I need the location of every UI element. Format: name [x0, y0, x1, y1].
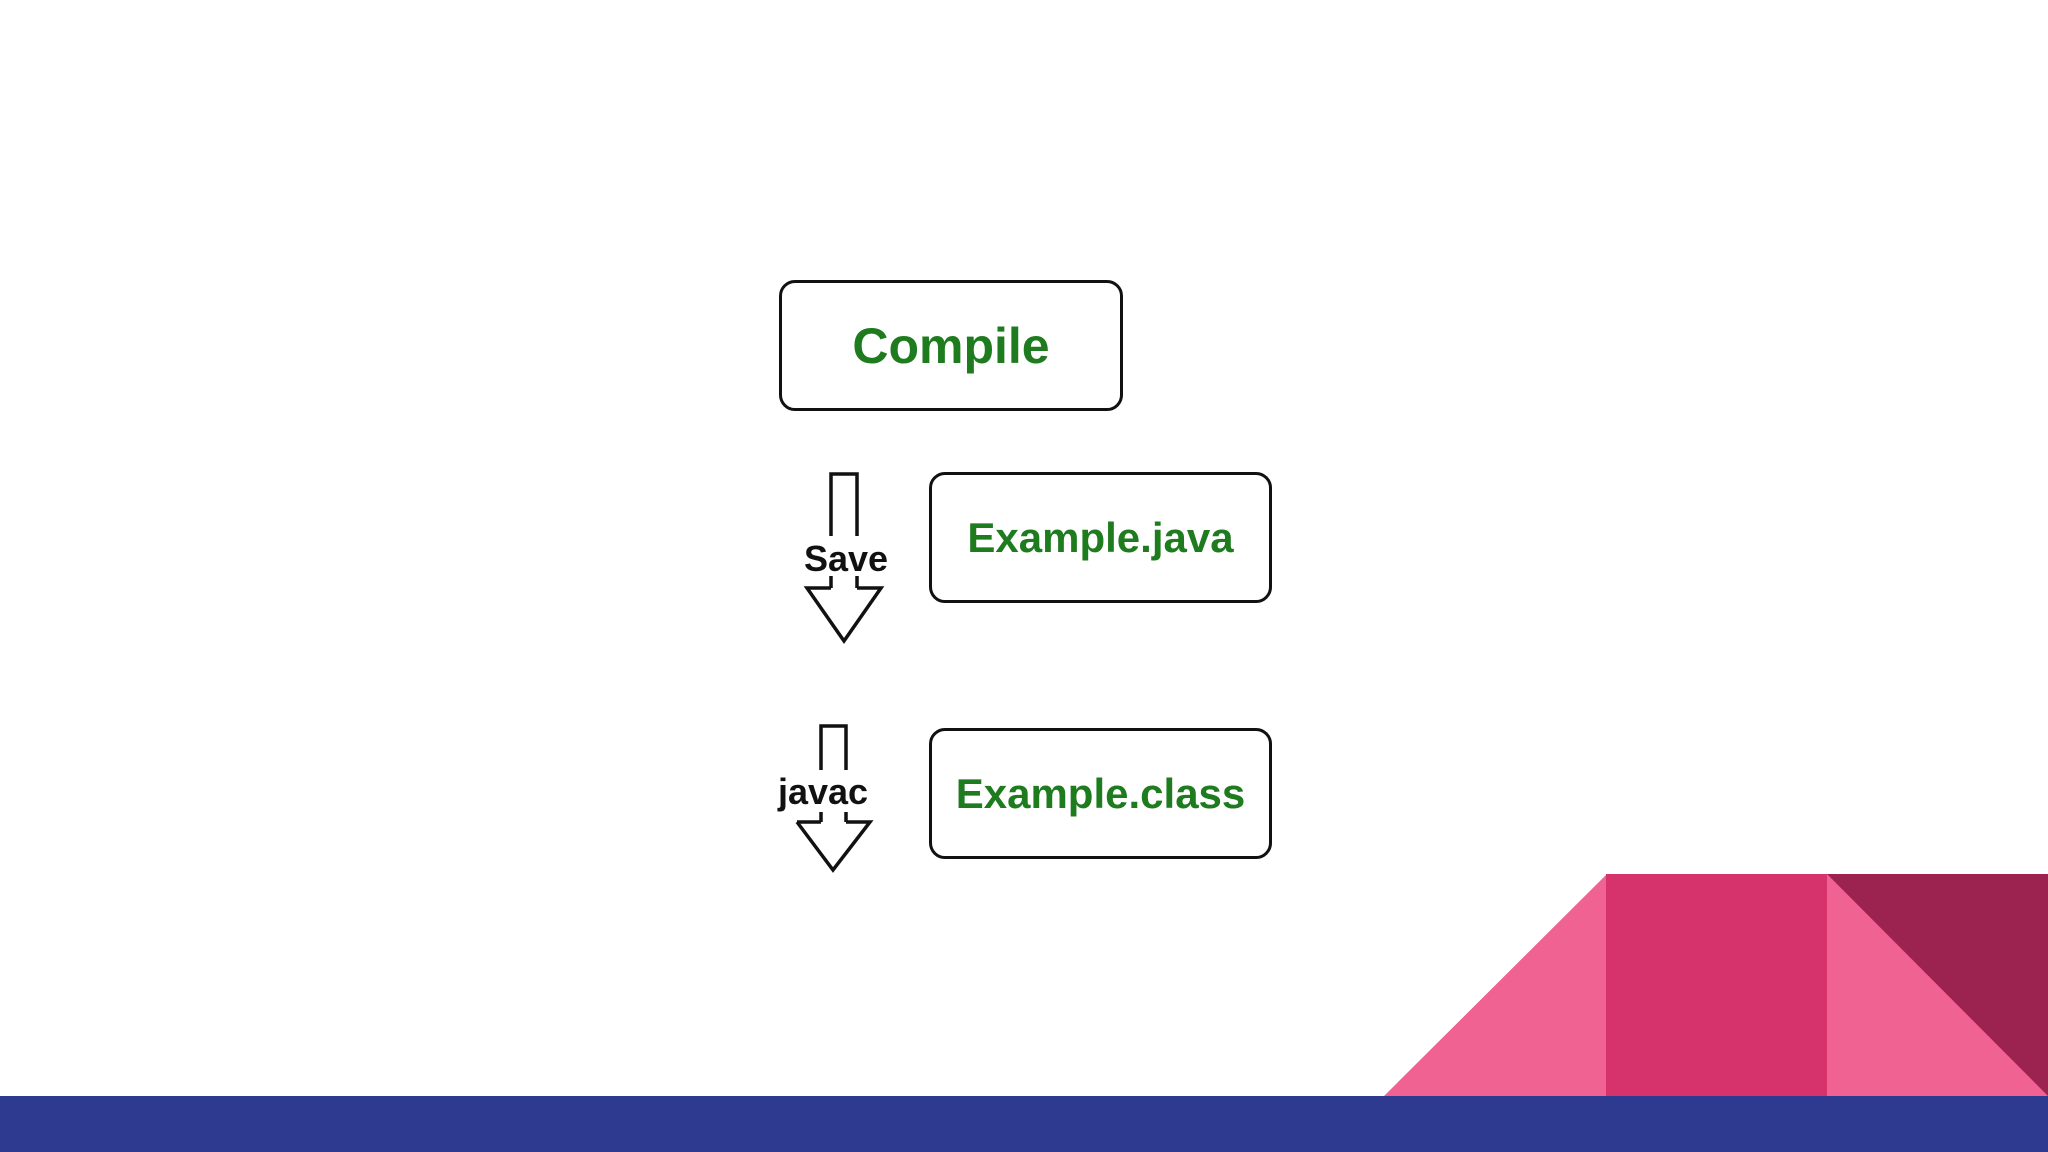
javac-arrow-head: [795, 820, 874, 873]
javac-arrow-icon: [795, 724, 874, 873]
footer-bar: [0, 1096, 2048, 1152]
compile-box: Compile: [779, 280, 1123, 411]
deco-right-triangle: [1827, 874, 2048, 1096]
javac-label: javac: [777, 771, 869, 812]
example-class-box: Example.class: [929, 728, 1272, 859]
save-arrow-shaft: [829, 472, 859, 536]
compile-label: Compile: [852, 317, 1050, 374]
save-arrow-head: [803, 586, 885, 645]
save-arrow-icon: [803, 472, 885, 645]
deco-middle-block: [1606, 874, 1828, 1096]
example-class-label: Example.class: [955, 769, 1246, 817]
example-java-label: Example.java: [967, 513, 1234, 561]
deco-left-triangle: [1384, 874, 1607, 1096]
example-java-box: Example.java: [929, 472, 1272, 603]
javac-arrow-shaft: [819, 724, 848, 770]
save-label: Save: [803, 538, 889, 579]
